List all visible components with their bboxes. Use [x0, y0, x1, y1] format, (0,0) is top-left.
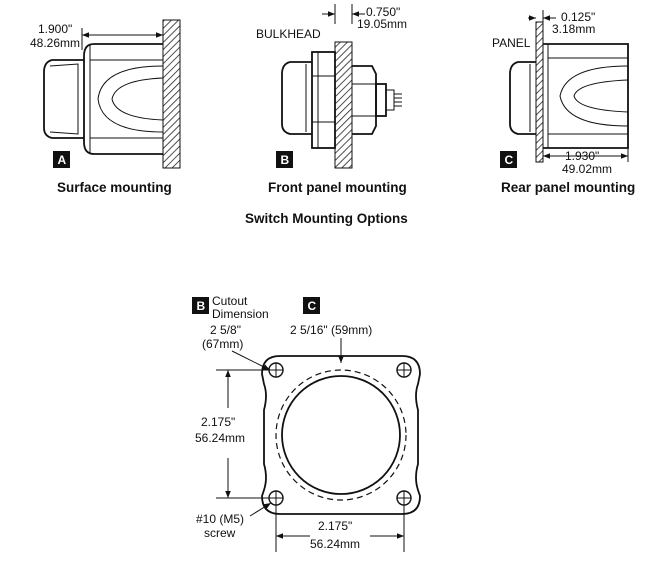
- screw-label-1: #10 (M5): [196, 512, 244, 526]
- badge-b-label: B: [281, 153, 290, 167]
- badge-c-label: C: [505, 153, 514, 167]
- cutout-badge-c: [303, 297, 320, 314]
- dim-c2-inch: 1.930": [565, 149, 599, 163]
- switch-body-c: [509, 43, 629, 149]
- dim-vertical-inch: 2.175": [201, 415, 235, 429]
- dim-a-mm: 48.26mm: [30, 36, 80, 50]
- rear-panel-plate: [535, 21, 544, 163]
- badge-a: [53, 151, 70, 168]
- bulkhead-plate: [334, 41, 353, 169]
- view-front-panel-mounting: 0.750" 19.05mm BULKHEAD B Front panel mo…: [256, 4, 407, 195]
- label-bulkhead: BULKHEAD: [256, 27, 321, 41]
- dim-vertical-mm: 56.24mm: [195, 431, 245, 445]
- cutout-badge-b: [192, 297, 209, 314]
- view-rear-panel-mounting: 0.125" 3.18mm PANEL 1.930" 49.02mm C Rea…: [492, 10, 635, 195]
- flange-plate: [261, 355, 421, 515]
- cutout-label-1: Cutout: [212, 294, 248, 308]
- screw-hole-top-left: [268, 362, 284, 378]
- switch-body-a: [43, 43, 164, 155]
- cutout-label-2: Dimension: [212, 307, 269, 321]
- section-title: Switch Mounting Options: [245, 211, 408, 226]
- dim-cutout-b-2: (67mm): [202, 337, 243, 351]
- dim-cutout-b-1: 2 5/8": [210, 323, 241, 337]
- cutout-badge-c-label: C: [308, 299, 317, 313]
- dim-b-inch: 0.750": [366, 5, 400, 19]
- dim-c2-mm: 49.02mm: [562, 162, 612, 176]
- dim-horizontal-mm: 56.24mm: [310, 537, 360, 551]
- dim-c-inch: 0.125": [561, 10, 595, 24]
- dim-horizontal-inch: 2.175": [318, 519, 352, 533]
- label-panel: PANEL: [492, 36, 531, 50]
- screw-hole-bottom-left: [268, 490, 284, 506]
- switch-body-b: [281, 51, 402, 149]
- screw-hole-top-right: [396, 362, 412, 378]
- badge-b: [276, 151, 293, 168]
- screw-hole-bottom-right: [396, 490, 412, 506]
- dim-cutout-c: 2 5/16" (59mm): [290, 323, 372, 337]
- caption-front-panel-mounting: Front panel mounting: [268, 180, 407, 195]
- cutout-circle-c: [281, 375, 401, 495]
- badge-a-label: A: [58, 153, 67, 167]
- screw-label-2: screw: [204, 526, 236, 540]
- dim-a-inch: 1.900": [38, 22, 72, 36]
- badge-c: [500, 151, 517, 168]
- dim-b-mm: 19.05mm: [357, 17, 407, 31]
- caption-surface-mounting: Surface mounting: [57, 180, 172, 195]
- dim-c-mm: 3.18mm: [552, 22, 595, 36]
- cutout-badge-b-label: B: [197, 299, 206, 313]
- view-surface-mounting: 1.900" 48.26mm A Surface mounting: [30, 19, 181, 195]
- caption-rear-panel-mounting: Rear panel mounting: [501, 180, 635, 195]
- cutout-drawing: B Cutout Dimension C 2 5/8" (67mm) 2 5/1…: [192, 294, 421, 552]
- cutout-circle-b: [275, 369, 407, 501]
- mounting-surface: [162, 19, 181, 169]
